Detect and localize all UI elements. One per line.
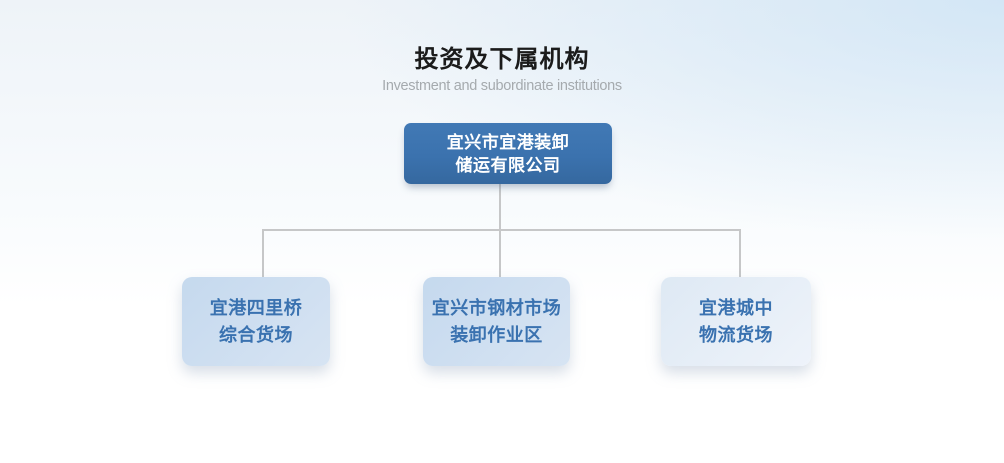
org-node-root-label-line2: 储运有限公司 — [455, 155, 561, 175]
org-node-child-label-line2: 综合货场 — [219, 324, 293, 345]
connector-right-vertical — [739, 231, 741, 277]
org-node-child-label-line1: 宜兴市钢材市场 — [431, 297, 562, 318]
org-node-root: 宜兴市宜港装卸 储运有限公司 — [404, 123, 612, 184]
org-node-child-label-line1: 宜港四里桥 — [209, 297, 303, 318]
page-subtitle: Investment and subordinate institutions — [382, 78, 622, 94]
connector-horizontal-bar — [262, 229, 741, 231]
connector-trunk-vertical — [499, 184, 501, 278]
org-node-root-label-line1: 宜兴市宜港装卸 — [446, 132, 570, 152]
org-node-child-chengzhong-logistics: 宜港城中 物流货场 — [661, 277, 811, 366]
org-node-child-steel-market: 宜兴市钢材市场 装卸作业区 — [423, 277, 570, 366]
page-title: 投资及下属机构 — [414, 46, 590, 73]
org-node-child-label-line1: 宜港城中 — [699, 297, 773, 318]
connector-left-vertical — [262, 231, 264, 277]
org-node-child-label-line2: 装卸作业区 — [450, 324, 543, 345]
org-node-child-silidqiao: 宜港四里桥 综合货场 — [182, 277, 330, 366]
org-node-child-label-line2: 物流货场 — [699, 324, 773, 345]
title-block: 投资及下属机构 Investment and subordinate insti… — [0, 45, 1004, 95]
